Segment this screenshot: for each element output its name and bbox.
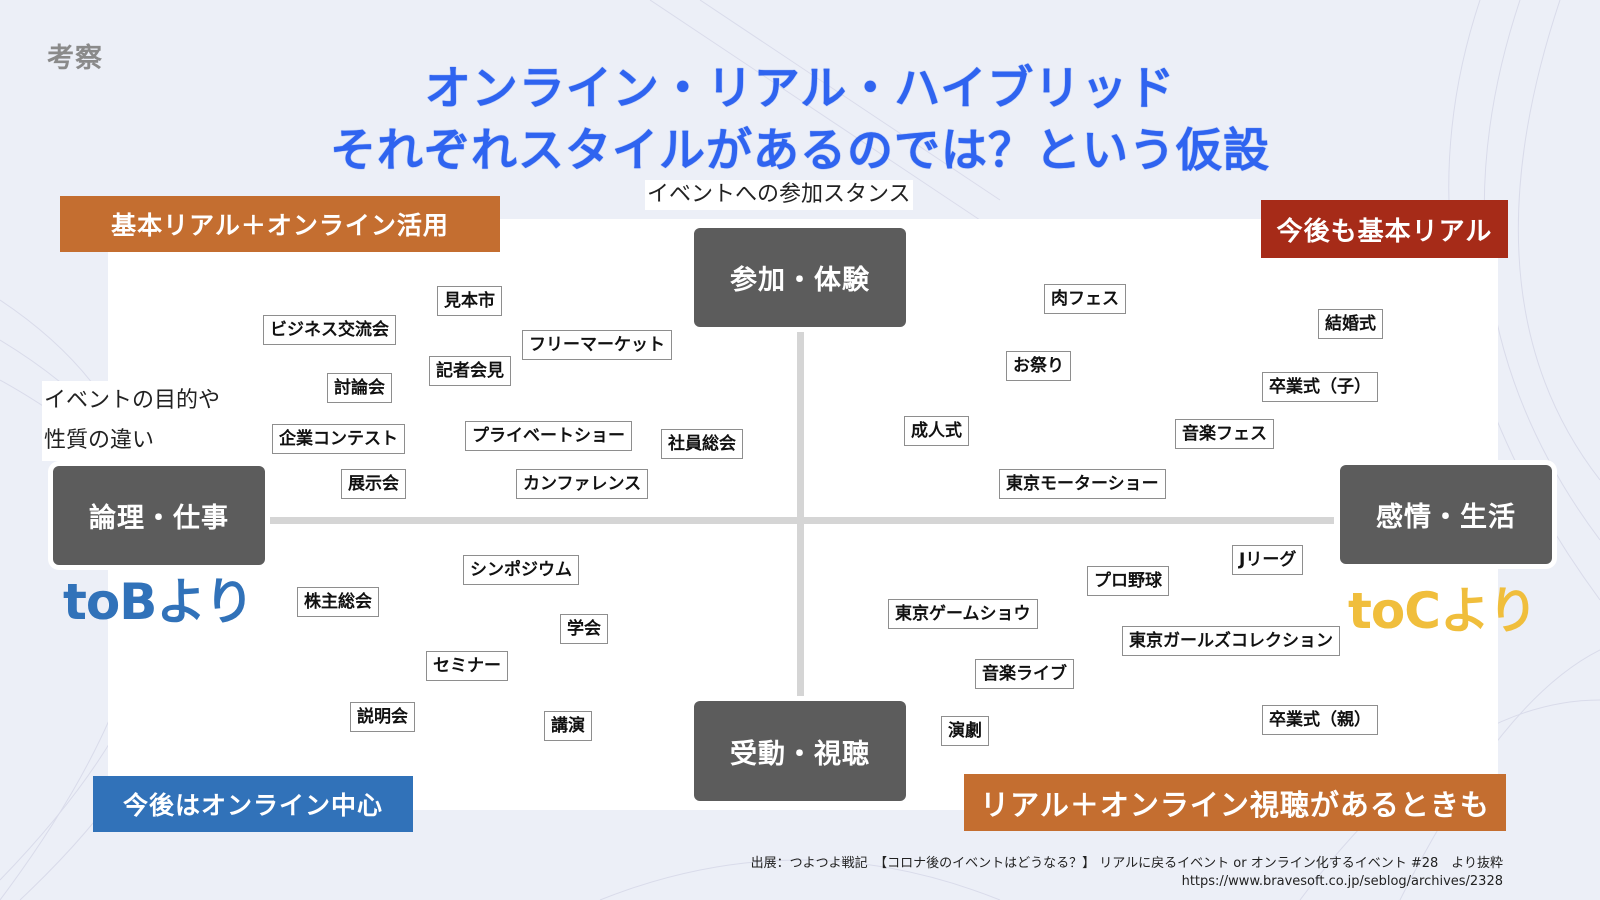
event-tag: 講演 <box>544 711 592 741</box>
event-tag: 卒業式（親） <box>1262 705 1378 735</box>
quadrant-label-top-right: 今後も基本リアル <box>1261 200 1508 258</box>
audience-toc: toCより <box>1348 582 1538 640</box>
event-tag: Jリーグ <box>1232 545 1304 575</box>
event-tag: 東京ガールズコレクション <box>1122 626 1340 656</box>
vertical-axis-line <box>797 332 804 697</box>
event-tag: 株主総会 <box>297 587 379 617</box>
event-tag: 企業コンテスト <box>272 424 405 454</box>
source-citation: 出展：つよつよ戦記 【コロナ後のイベントはどうなる？】 リアルに戻るイベント o… <box>750 856 1503 871</box>
event-tag: 結婚式 <box>1318 309 1383 339</box>
event-tag: 記者会見 <box>429 356 511 386</box>
event-tag: 肉フェス <box>1044 284 1126 314</box>
event-tag: プロ野球 <box>1087 566 1169 596</box>
quadrant-label-bottom-left: 今後はオンライン中心 <box>93 776 413 832</box>
axis-top-participation: 参加・体験 <box>694 228 906 327</box>
event-tag: 学会 <box>560 614 608 644</box>
event-tag: 展示会 <box>341 469 406 499</box>
event-tag: 社員総会 <box>661 429 743 459</box>
quadrant-label-top-left: 基本リアル＋オンライン活用 <box>60 196 500 252</box>
vertical-axis-caption: イベントへの参加スタンス <box>645 180 913 210</box>
event-tag: 見本市 <box>437 286 502 316</box>
event-tag: お祭り <box>1006 351 1071 381</box>
horizontal-axis-caption: イベントの目的や 性質の違い <box>42 381 252 461</box>
horizontal-axis-caption-line2: 性質の違い <box>44 428 155 453</box>
event-tag: 卒業式（子） <box>1262 372 1378 402</box>
page-title-line1: オンライン・リアル・ハイブリッド <box>424 61 1176 115</box>
event-tag: セミナー <box>426 651 508 681</box>
page-title-line2: それぞれスタイルがあるのでは？という仮設 <box>330 123 1270 177</box>
event-tag: 東京ゲームショウ <box>888 599 1038 629</box>
section-tag: 考察 <box>47 43 103 74</box>
event-tag: 討論会 <box>327 373 392 403</box>
event-tag: 東京モーターショー <box>999 469 1166 499</box>
event-tag: プライベートショー <box>465 421 632 451</box>
axis-bottom-passive: 受動・視聴 <box>694 701 906 801</box>
event-tag: カンファレンス <box>516 469 649 499</box>
audience-tob: toBより <box>63 573 254 631</box>
horizontal-axis-caption-line1: イベントの目的や <box>44 388 221 413</box>
quadrant-label-bottom-right: リアル＋オンライン視聴があるときも <box>964 774 1506 831</box>
event-tag: 成人式 <box>904 416 969 446</box>
axis-right-emotion-life: 感情・生活 <box>1340 465 1552 564</box>
source-url: https://www.bravesoft.co.jp/seblog/archi… <box>1181 874 1503 889</box>
event-tag: 演劇 <box>941 716 989 746</box>
event-tag: フリーマーケット <box>522 330 672 360</box>
event-tag: シンポジウム <box>463 555 579 585</box>
event-tag: ビジネス交流会 <box>263 315 396 345</box>
axis-left-logic-work: 論理・仕事 <box>53 466 265 565</box>
event-tag: 音楽ライブ <box>975 659 1074 689</box>
event-tag: 説明会 <box>350 702 415 732</box>
event-tag: 音楽フェス <box>1175 419 1274 449</box>
